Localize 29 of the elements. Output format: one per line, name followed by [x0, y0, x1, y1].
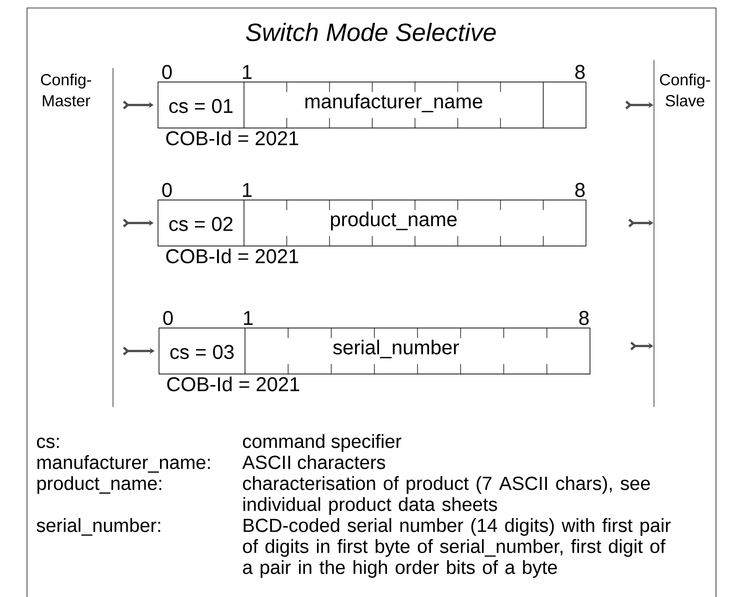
definition-text: ASCII characters — [242, 455, 386, 470]
byte-number: 0 — [163, 310, 173, 326]
command-specifier: cs = 02 — [169, 216, 232, 232]
term-label: manufacturer_name: — [37, 455, 210, 473]
term-label: serial_number: — [36, 518, 160, 536]
cob-id-label: COB-Id = 2021 — [166, 248, 298, 264]
byte-number: 0 — [162, 182, 172, 198]
term-label: product_name: — [37, 476, 162, 494]
definition-text: command specifier — [243, 434, 402, 452]
cob-id-label: COB-Id = 2021 — [167, 376, 300, 392]
field-name: serial_number — [332, 338, 460, 360]
definition-text: characterisation of product (7 ASCII chars), see individual product data sheets — [243, 476, 650, 515]
title: Switch Mode Selective — [246, 22, 496, 42]
byte-number: 8 — [575, 182, 585, 198]
cob-id-label: COB-Id = 2021 — [166, 130, 298, 146]
byte-number: 0 — [162, 64, 172, 80]
role-label: Config-Slave — [660, 74, 710, 106]
field-name: manufacturer_name — [303, 92, 484, 114]
command-specifier: cs = 03 — [170, 344, 234, 360]
command-specifier: cs = 01 — [169, 98, 233, 114]
byte-number: 1 — [242, 65, 252, 79]
term-label: cs: — [37, 438, 59, 448]
byte-number: 1 — [242, 183, 252, 197]
byte-number: 8 — [575, 64, 585, 80]
byte-number: 1 — [244, 311, 253, 325]
definition-text: BCD-coded serial number (14 digits) with first pair of digits in first byte of serial_number, first digit of a pair in the high order bits of a byte — [243, 518, 671, 578]
role-label: Config-Master — [41, 74, 92, 106]
byte-number: 8 — [579, 310, 589, 326]
field-name: product_name — [328, 210, 459, 232]
